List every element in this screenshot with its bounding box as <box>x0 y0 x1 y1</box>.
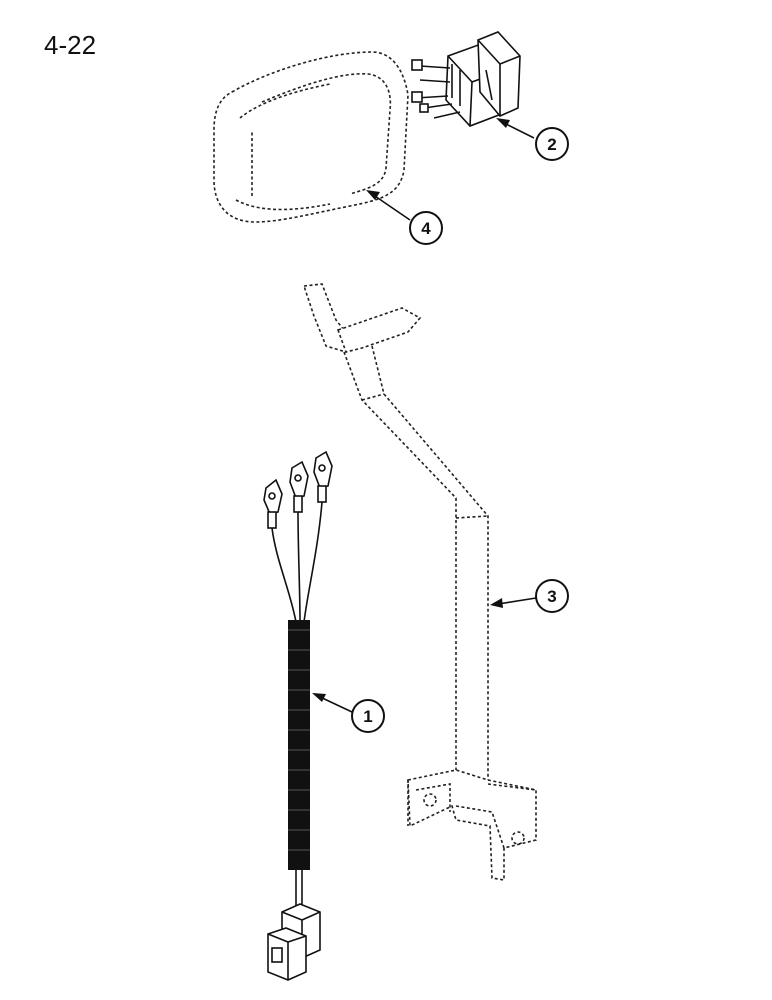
page-number: 4-22 <box>44 30 97 60</box>
part-4-knob <box>213 51 409 223</box>
callout-2-label: 2 <box>547 135 556 154</box>
callout-1-label: 1 <box>363 707 372 726</box>
callout-4: 4 <box>366 190 443 245</box>
part-1-wire-harness <box>263 450 333 981</box>
part-3-lever <box>302 283 537 881</box>
callout-3: 3 <box>490 579 569 613</box>
callout-1: 1 <box>312 693 385 733</box>
callout-4-label: 4 <box>421 219 431 238</box>
callout-2: 2 <box>496 118 569 161</box>
callout-3-label: 3 <box>547 587 556 606</box>
part-2-rocker-switch <box>411 31 521 127</box>
